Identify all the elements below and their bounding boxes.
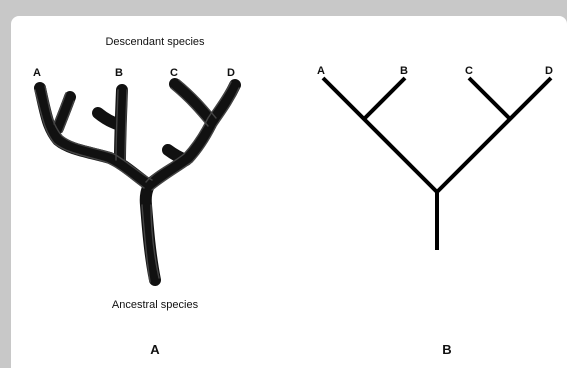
- tree-b-branch-b: [364, 78, 405, 119]
- tree-b-tip-c: C: [465, 65, 473, 77]
- tree-a-branch-c: [175, 84, 212, 122]
- tree-b-branch-c: [469, 78, 510, 119]
- tree-b-tip-d: D: [545, 65, 553, 77]
- tree-b-right-clade: [437, 78, 551, 192]
- tree-a-tip-c: C: [170, 67, 178, 79]
- tree-a-branch-left: [40, 88, 149, 185]
- schematic-tree: [323, 78, 551, 250]
- tree-b-tip-b: B: [400, 65, 408, 77]
- tree-a-tip-a: A: [33, 67, 41, 79]
- figure-label-b: B: [442, 342, 451, 357]
- tree-b-left-clade: [323, 78, 437, 192]
- hand-drawn-tree: [35, 80, 239, 282]
- tree-a-tip-d: D: [227, 67, 235, 79]
- tree-a-trunk: [146, 185, 155, 280]
- tree-a-tip-b: B: [115, 67, 123, 79]
- ancestral-species-caption: Ancestral species: [112, 299, 199, 311]
- tree-b-tip-a: A: [317, 65, 325, 77]
- descendant-species-caption: Descendant species: [105, 36, 205, 48]
- figure-label-a: A: [150, 342, 160, 357]
- tree-a-branch-a-twig: [58, 97, 70, 128]
